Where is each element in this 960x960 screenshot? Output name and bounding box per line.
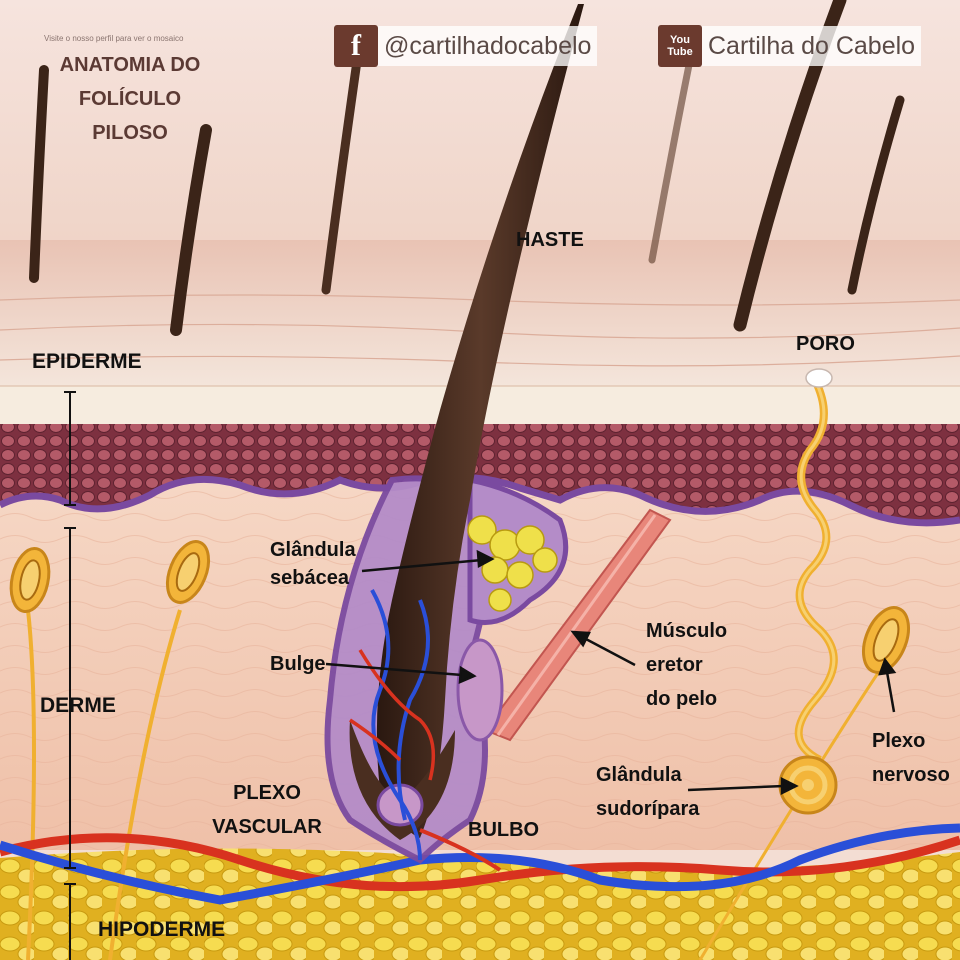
title-line-2: FOLÍCULO bbox=[78, 88, 182, 110]
arrector-pili-muscle bbox=[483, 508, 672, 742]
nerve-ending-1 bbox=[9, 546, 51, 614]
youtube-channel: Cartilha do Cabelo bbox=[708, 31, 916, 60]
dermis-bracket bbox=[64, 527, 76, 869]
nerve-arrow bbox=[878, 657, 897, 713]
page-title: ANATOMIA DO FOLÍCULO PILOSO bbox=[40, 48, 220, 150]
vascular-plexus-label: PLEXO VASCULAR bbox=[212, 782, 322, 838]
muscle-arrow bbox=[570, 630, 636, 667]
sebaceous-arrow bbox=[361, 549, 495, 573]
dermis-label: DERME bbox=[40, 694, 116, 717]
nerve-ending-2 bbox=[165, 540, 211, 604]
facebook-handle: @cartilhadocabelo bbox=[384, 31, 592, 60]
hypodermis-label: HIPODERME bbox=[98, 918, 226, 941]
sweat-gland-label: Glândula sudorípara bbox=[596, 764, 700, 820]
shaft-label: HASTE bbox=[516, 229, 584, 251]
title-line-1: ANATOMIA DO bbox=[59, 54, 201, 76]
epidermis-label: EPIDERME bbox=[32, 350, 142, 373]
facebook-badge[interactable]: f @cartilhadocabelo bbox=[334, 25, 598, 67]
bulge-label: Bulge bbox=[270, 653, 326, 675]
hypodermis-bracket bbox=[64, 883, 76, 960]
sebaceous-gland-label: Glândula sebácea bbox=[270, 539, 356, 589]
bulge-region bbox=[456, 638, 504, 742]
bulb-label: BULBO bbox=[468, 819, 540, 841]
small-note: Visite o nosso perfil para ver o mosaico bbox=[44, 34, 184, 43]
pore bbox=[805, 368, 833, 388]
sebaceous-gland bbox=[467, 476, 569, 625]
facebook-icon: f bbox=[334, 25, 378, 67]
bulge-arrow bbox=[325, 662, 477, 684]
title-line-3: PILOSO bbox=[92, 122, 168, 144]
sweat-gland bbox=[778, 378, 838, 815]
epidermis-bracket bbox=[64, 391, 76, 506]
sweat-gland-arrow bbox=[687, 776, 799, 796]
muscle-label: Músculo eretor do pelo bbox=[646, 620, 728, 710]
nerve-plexus-label: Plexo nervoso bbox=[872, 730, 950, 786]
nerve-ending-3 bbox=[862, 606, 910, 674]
pore-label: PORO bbox=[796, 333, 855, 355]
